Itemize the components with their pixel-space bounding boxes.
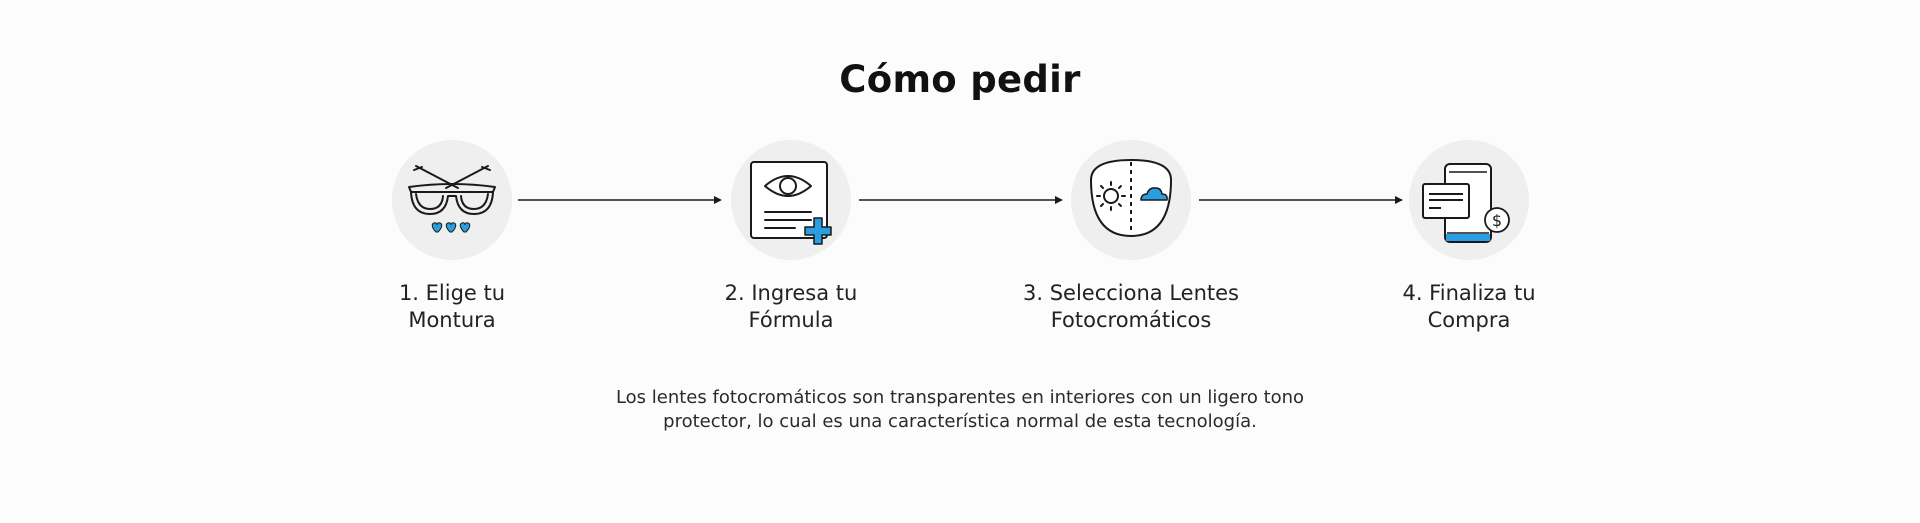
prescription-icon xyxy=(750,161,832,245)
step-2-label-line1: 2. Ingresa tu xyxy=(724,281,858,305)
step-1-circle xyxy=(392,140,512,260)
step-4-label-line1: 4. Finaliza tu xyxy=(1402,281,1536,305)
step-4-circle: $ xyxy=(1409,140,1529,260)
step-3-label-line2: Fotocromáticos xyxy=(1050,308,1212,332)
step-1-label-line1: 1. Elige tu xyxy=(398,281,506,305)
note-line2: protector, lo cual es una característica… xyxy=(663,411,1257,432)
arrow-2-to-3 xyxy=(859,193,1064,207)
photochromic-lens-icon xyxy=(1089,158,1173,238)
arrow-1-to-2 xyxy=(518,193,723,207)
mobile-payment-icon: $ xyxy=(1422,163,1510,243)
arrow-3-to-4 xyxy=(1199,193,1404,207)
step-2-label: 2. Ingresa tu Fórmula xyxy=(641,280,941,334)
photochromic-note: Los lentes fotocromáticos son transparen… xyxy=(560,386,1360,434)
step-1-label: 1. Elige tu Montura xyxy=(302,280,602,334)
step-2-label-line2: Fórmula xyxy=(748,308,834,332)
svg-text:$: $ xyxy=(1492,211,1502,230)
step-2-circle xyxy=(731,140,851,260)
step-3-circle xyxy=(1071,140,1191,260)
step-1-label-line2: Montura xyxy=(408,308,496,332)
note-line1: Los lentes fotocromáticos son transparen… xyxy=(615,387,1305,408)
step-3-label: 3. Selecciona Lentes Fotocromáticos xyxy=(981,280,1281,334)
page-title: Cómo pedir xyxy=(839,58,1081,101)
glasses-icon xyxy=(408,165,496,233)
step-4-label: 4. Finaliza tu Compra xyxy=(1319,280,1619,334)
step-3-label-line1: 3. Selecciona Lentes xyxy=(1023,281,1239,305)
step-4-label-line2: Compra xyxy=(1427,308,1511,332)
